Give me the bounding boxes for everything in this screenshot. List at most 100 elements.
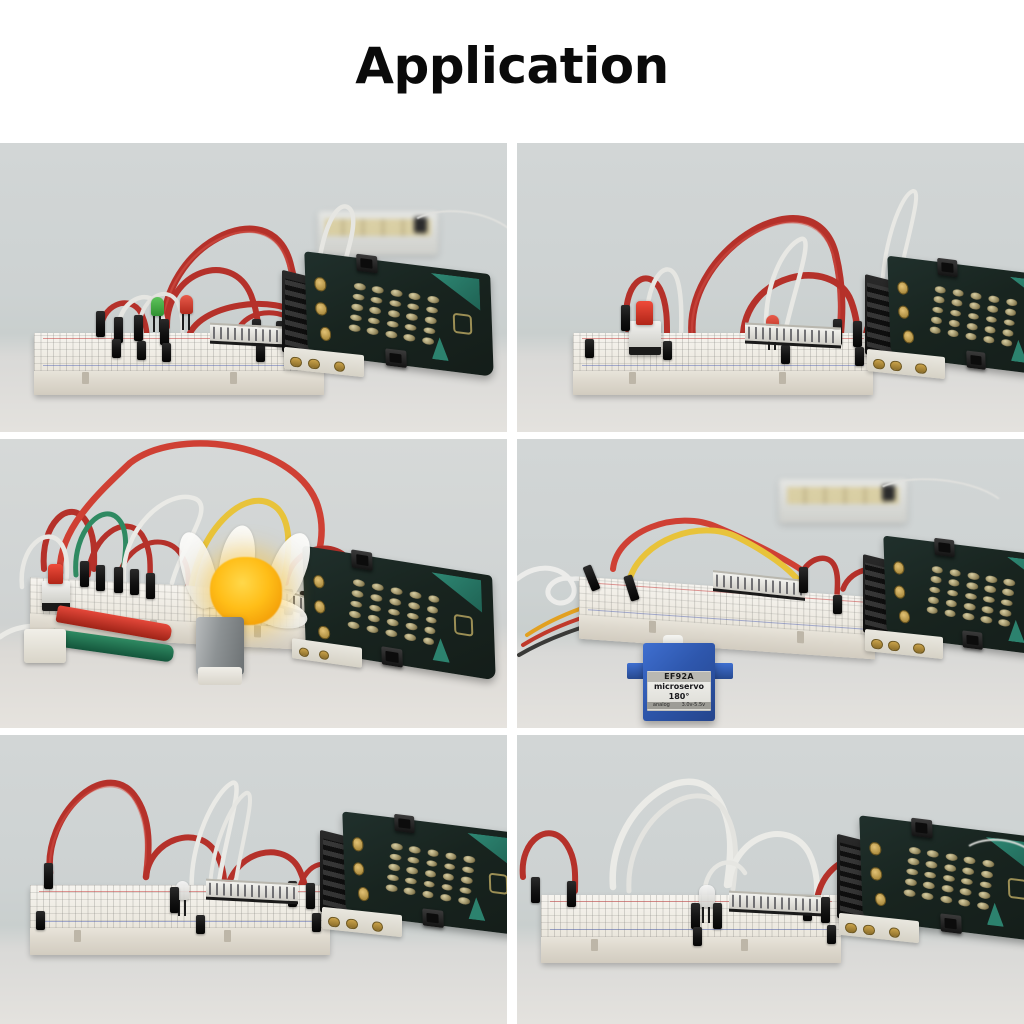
matrix-led: [967, 312, 980, 321]
matrix-led: [984, 574, 998, 584]
microbit-button-a[interactable]: [937, 257, 958, 278]
matrix-led: [923, 870, 937, 880]
breadboard-notch: [779, 371, 786, 384]
microbit-button-a[interactable]: [393, 813, 415, 834]
matrix-led: [441, 882, 454, 892]
matrix-led: [970, 291, 983, 301]
matrix-led: [463, 854, 476, 864]
matrix-led: [423, 315, 437, 325]
photo-gallery-grid: EF92A microservo 180° analog 3.0v-5.5v: [0, 143, 1024, 1024]
jumper-plug: [567, 881, 576, 907]
edge-pad: [893, 560, 905, 576]
matrix-led: [349, 312, 362, 322]
edge-pad: [353, 861, 365, 877]
matrix-led: [949, 568, 962, 577]
microbit-button-a[interactable]: [934, 537, 955, 558]
matrix-led: [949, 308, 962, 318]
matrix-led: [928, 585, 941, 595]
servo-mounting-ear: [627, 663, 647, 679]
matrix-led: [933, 295, 946, 305]
push-button-cap[interactable]: [48, 564, 64, 584]
red-push-button[interactable]: [629, 301, 661, 355]
jumper-plug: [621, 305, 630, 331]
matrix-led: [366, 326, 379, 336]
edge-pad: [312, 574, 325, 590]
matrix-led: [425, 604, 439, 615]
edge-pad: [897, 304, 910, 320]
edge-connector-pad: [318, 650, 329, 661]
microbit-button-b[interactable]: [381, 646, 403, 668]
edge-connector-pad: [346, 918, 358, 930]
matrix-led: [405, 312, 418, 321]
matrix-led: [405, 611, 419, 621]
red-push-button[interactable]: [42, 564, 70, 611]
matrix-led: [385, 883, 398, 893]
microbit-logo-touch[interactable]: [453, 613, 474, 638]
edge-connector-pad: [888, 640, 900, 652]
matrix-led: [350, 588, 364, 599]
matrix-led: [925, 860, 938, 869]
microbit-button-a[interactable]: [911, 817, 933, 838]
matrix-led: [967, 571, 980, 581]
matrix-led: [439, 893, 453, 902]
servo-type-text: microservo 180°: [653, 682, 705, 701]
matrix-led: [461, 864, 475, 874]
breadboard-notch: [254, 624, 261, 638]
microbit-led-matrix: [929, 285, 1018, 348]
matrix-led: [387, 308, 400, 318]
edge-connector-pad: [873, 359, 885, 370]
servo-spec-row: analog 3.0v-5.5v: [647, 702, 711, 709]
matrix-led: [943, 609, 957, 618]
matrix-led: [404, 876, 418, 885]
photo-5-clear-led-circuit[interactable]: [0, 735, 507, 1024]
matrix-led: [424, 869, 437, 878]
microbit-logo-touch[interactable]: [488, 872, 507, 896]
photo-4-servo-circuit[interactable]: EF92A microservo 180° analog 3.0v-5.5v: [517, 439, 1024, 728]
edge-pad: [314, 277, 327, 292]
matrix-led: [943, 863, 956, 873]
matrix-led: [1000, 338, 1013, 348]
photo-3-motor-fan-circuit[interactable]: [0, 439, 507, 728]
matrix-led: [408, 291, 421, 300]
microbit-logo-touch[interactable]: [452, 312, 472, 336]
breadboard-ground-rail: [42, 365, 316, 366]
microbit-button-b[interactable]: [385, 348, 407, 368]
matrix-led: [443, 861, 457, 871]
microbit-button-b[interactable]: [940, 913, 962, 935]
photo-6-white-wire-circuit[interactable]: [517, 735, 1024, 1024]
matrix-led: [402, 333, 416, 342]
matrix-led: [425, 858, 438, 868]
breadboard-ground-rail: [550, 929, 832, 930]
matrix-led: [388, 862, 401, 872]
matrix-led: [952, 288, 965, 297]
matrix-led: [421, 336, 434, 345]
microbit-button-b[interactable]: [962, 630, 984, 650]
edge-pad: [869, 841, 882, 857]
photo-1-led-circuit[interactable]: [0, 143, 507, 432]
jumper-plug: [827, 925, 836, 944]
microbit-button-a[interactable]: [351, 549, 373, 571]
matrix-led: [370, 582, 384, 592]
matrix-led: [965, 581, 978, 591]
breadboard-notch: [82, 371, 89, 384]
matrix-led: [421, 636, 435, 646]
microbit-button-b[interactable]: [422, 908, 444, 928]
edge-connector-pad: [299, 647, 310, 658]
microbit-button-b[interactable]: [965, 350, 987, 370]
matrix-led: [445, 851, 458, 860]
edge-pad: [870, 866, 883, 882]
edge-connector-pad: [328, 916, 340, 928]
edge-pad: [318, 625, 331, 641]
servo-label: EF92A microservo 180° analog 3.0v-5.5v: [647, 671, 711, 711]
edge-pad: [357, 886, 370, 902]
photo-2-button-circuit[interactable]: [517, 143, 1024, 432]
jumper-plug: [96, 311, 105, 337]
matrix-led: [389, 288, 403, 297]
servo-signal-text: analog: [652, 702, 670, 708]
jumper-plug: [691, 903, 700, 929]
matrix-led: [388, 596, 401, 607]
edge-pad: [897, 280, 909, 296]
push-button-cap[interactable]: [636, 301, 654, 325]
microbit-button-a[interactable]: [356, 253, 378, 274]
